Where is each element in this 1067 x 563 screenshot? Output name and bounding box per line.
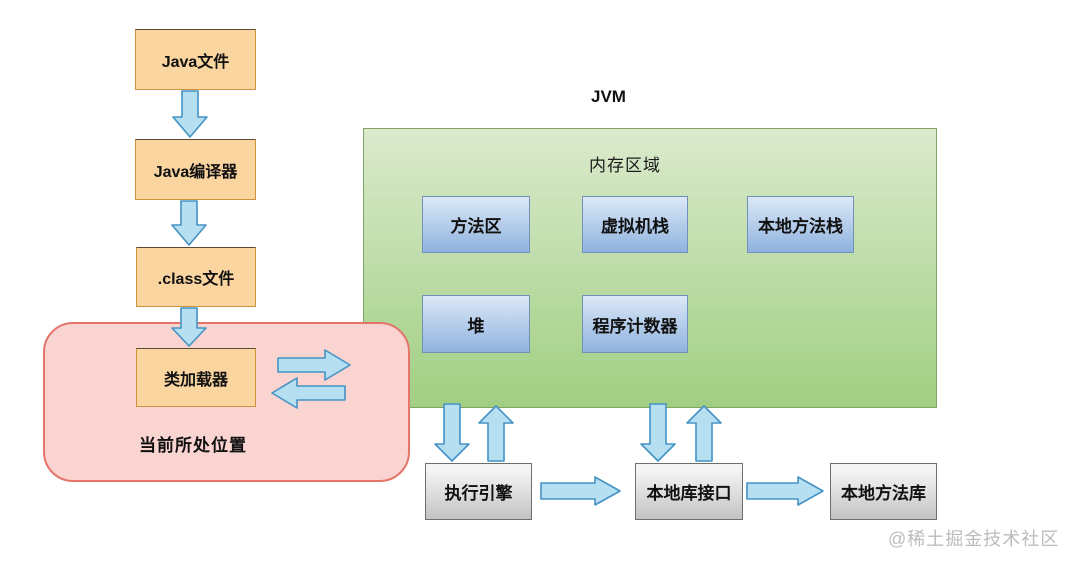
node-vm-stack: 虚拟机栈	[582, 196, 688, 253]
node-java-file: Java文件	[135, 29, 256, 90]
arrow-engine-to-nativeinterface	[540, 476, 621, 506]
memory-area-region: 内存区域	[363, 128, 937, 408]
jvm-title: JVM	[591, 87, 626, 106]
node-class-file: .class文件	[136, 247, 256, 307]
arrow-nativeinterface-to-memoryarea	[686, 405, 722, 462]
memory-area-label: 内存区域	[589, 156, 661, 175]
arrow-engine-to-memoryarea	[478, 405, 514, 462]
watermark: @稀土掘金技术社区	[888, 529, 1060, 549]
arrow-memoryarea-to-engine	[434, 403, 470, 462]
arrow-javafile-to-compiler	[172, 90, 208, 138]
node-java-compiler: Java编译器	[135, 139, 256, 200]
node-heap: 堆	[422, 295, 530, 353]
arrow-nativeinterface-to-nativelibrary	[746, 476, 824, 506]
node-class-loader: 类加载器	[136, 348, 256, 407]
node-native-library-interface: 本地库接口	[635, 463, 743, 520]
node-method-area: 方法区	[422, 196, 530, 253]
node-native-method-stack: 本地方法栈	[747, 196, 854, 253]
arrow-memoryarea-to-nativeinterface	[640, 403, 676, 462]
arrow-compiler-to-classfile	[171, 200, 207, 246]
node-native-method-library: 本地方法库	[830, 463, 937, 520]
node-program-counter: 程序计数器	[582, 295, 688, 353]
node-execution-engine: 执行引擎	[425, 463, 532, 520]
current-position-label: 当前所处位置	[139, 436, 247, 455]
